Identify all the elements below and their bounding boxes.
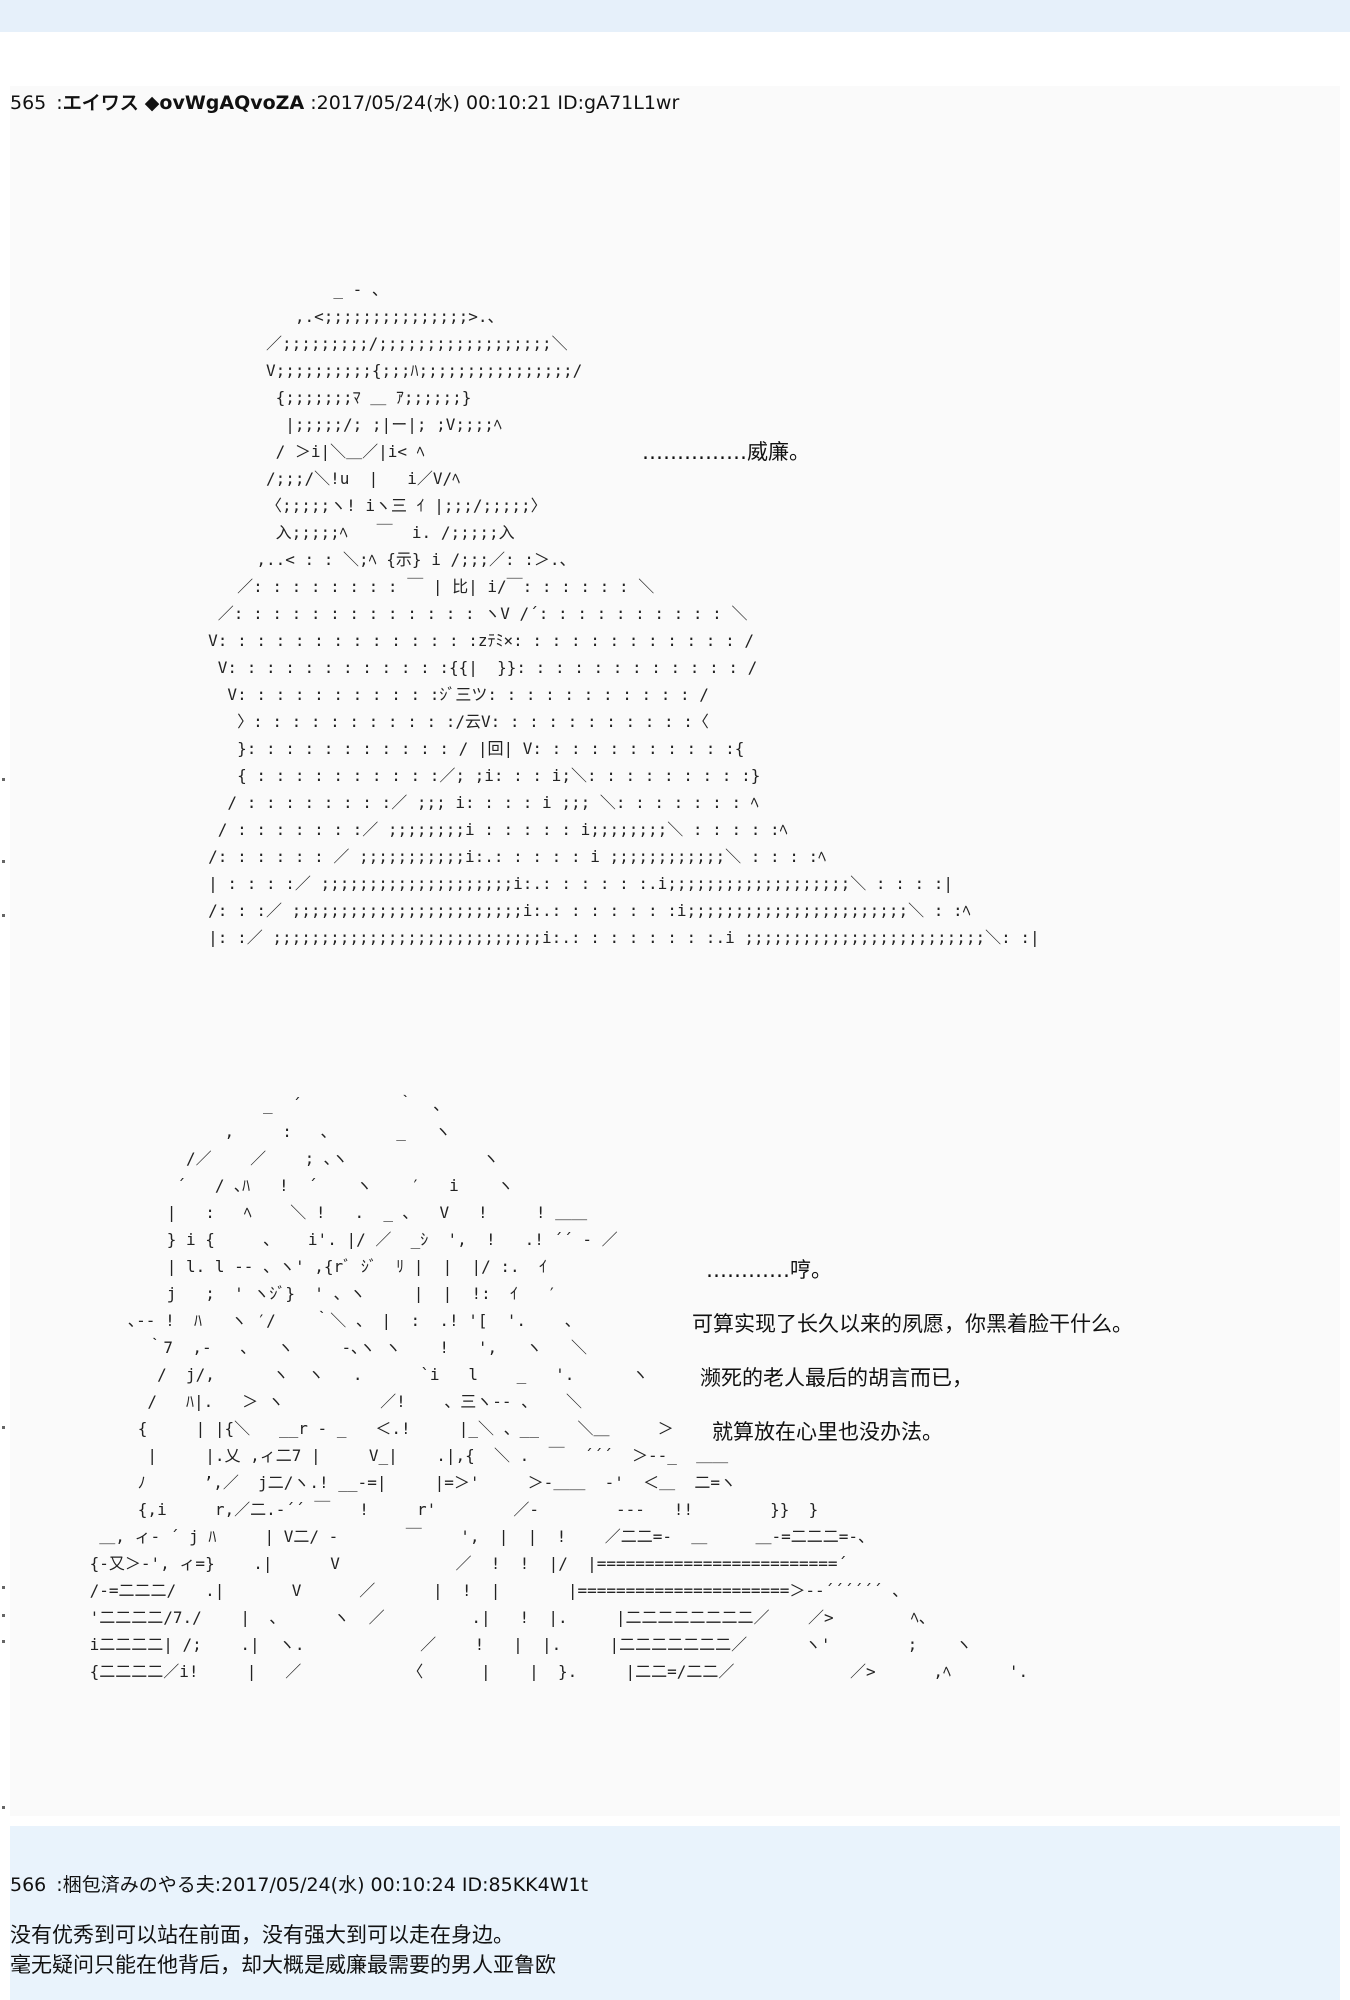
post-datetime: 2017/05/24(水) 00:10:24 (221, 1874, 456, 1896)
post-number[interactable]: 566 (10, 1874, 47, 1896)
post-566: 566 :梱包済みのやる夫:2017/05/24(水) 00:10:24 ID:… (10, 1826, 1340, 2000)
post-id[interactable]: ID:gA71L1wr (557, 92, 680, 114)
body-line: 毫无疑问只能在他背后，却大概是威廉最需要的男人亚鲁欧 (10, 1953, 556, 1977)
ascii-art-william: _ - 、 ,.<;;;;;;;;;;;;;;;>.、 ／;;;;;;;;;/;… (208, 280, 1040, 947)
post-565: 565 :エイワス ◆ovWgAQvoZA :2017/05/24(水) 00:… (10, 86, 1340, 1816)
dialogue-william: ……………威廉。 (642, 440, 810, 464)
dialogue-wish: 可算实现了长久以来的夙愿，你黑着脸干什么。 (692, 1312, 1133, 1336)
edge-mark (2, 860, 5, 863)
post-number[interactable]: 565 (10, 92, 47, 114)
poster-trip: ◆ovWgAQvoZA (144, 92, 305, 114)
edge-mark (2, 1426, 5, 1429)
poster-name: エイワス (62, 92, 139, 114)
post-header: 566 :梱包済みのやる夫:2017/05/24(水) 00:10:24 ID:… (10, 1874, 589, 1896)
dialogue-ramblings: 濒死的老人最后的胡言而已， (700, 1366, 973, 1390)
post-datetime: 2017/05/24(水) 00:10:21 (316, 92, 552, 114)
body-line: 没有优秀到可以站在前面，没有强大到可以走在身边。 (10, 1923, 514, 1947)
dialogue-hmph: …………哼。 (706, 1258, 832, 1282)
edge-mark (2, 1614, 5, 1617)
ascii-art-figure: _ ´ ｀ 、 , : ､ _ ヽ /／ ／ ; ､ヽ ヽ ´ / ､ﾊ ! ´… (89, 1095, 1029, 1681)
top-band (0, 0, 1350, 32)
poster-name: 梱包済みのやる夫 (62, 1874, 215, 1896)
edge-mark (2, 778, 5, 781)
edge-mark (2, 1586, 5, 1589)
edge-mark (2, 1806, 5, 1809)
post-id[interactable]: ID:85KK4W1t (461, 1874, 589, 1896)
post-header: 565 :エイワス ◆ovWgAQvoZA :2017/05/24(水) 00:… (10, 92, 680, 114)
post-body: 没有优秀到可以站在前面，没有强大到可以走在身边。 毫无疑问只能在他背后，却大概是… (10, 1920, 556, 1980)
dialogue-no-use: 就算放在心里也没办法。 (712, 1420, 943, 1444)
edge-mark (2, 914, 5, 917)
edge-mark (2, 1640, 5, 1643)
